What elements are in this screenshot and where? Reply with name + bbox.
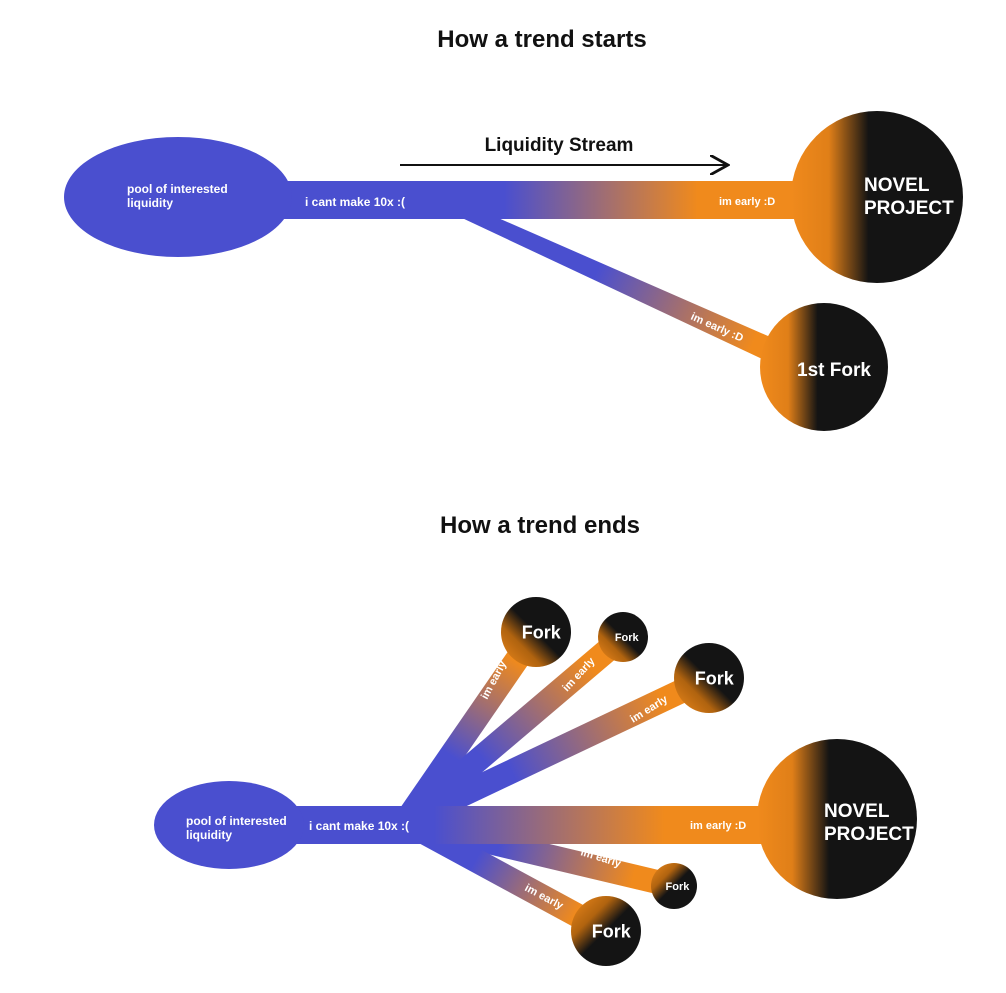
liquidity-stream-arrow: Liquidity Stream xyxy=(400,135,728,165)
top-diagram: How a trend starts Liquidity Stream pool… xyxy=(64,26,963,431)
novel-line2: PROJECT xyxy=(864,198,954,219)
novel-project-circle-bottom xyxy=(757,739,917,899)
main-branch-label-bottom: im early :D xyxy=(690,820,746,832)
pool-label-bottom-line1: pool of interested xyxy=(186,814,287,828)
first-fork-circle xyxy=(760,303,888,431)
novel-bottom-line1: NOVEL xyxy=(824,801,890,822)
fork-circle-4 xyxy=(651,863,697,909)
fork-label-2: Fork xyxy=(615,632,640,644)
novel-bottom-line2: PROJECT xyxy=(824,824,914,845)
liquidity-pool xyxy=(64,137,292,257)
pool-label-bottom-line2: liquidity xyxy=(186,828,232,842)
fork-circle-2 xyxy=(598,612,648,662)
fork-label-3: Fork xyxy=(695,668,735,688)
novel-project-circle xyxy=(791,111,963,283)
novel-project-label: NOVEL PROJECT xyxy=(864,175,954,219)
top-title: How a trend starts xyxy=(437,26,646,53)
stream-label: i cant make 10x :( xyxy=(305,195,405,209)
stream-label-bottom: i cant make 10x :( xyxy=(309,819,409,833)
first-fork-label: 1st Fork xyxy=(797,360,871,381)
fork-streams xyxy=(395,625,715,942)
main-stream-bottom xyxy=(280,806,780,844)
bottom-diagram: How a trend ends pool of interested liqu… xyxy=(154,512,917,966)
fork-stream-3 xyxy=(399,667,715,833)
main-branch-label: im early :D xyxy=(719,196,775,208)
fork-label-4: Fork xyxy=(666,881,691,893)
pool-label-bottom: pool of interested liquidity xyxy=(186,814,290,842)
fork-label-1: Fork xyxy=(522,622,562,642)
fork-circle-3 xyxy=(674,643,744,713)
novel-line1: NOVEL xyxy=(864,175,930,196)
main-stream xyxy=(280,181,810,219)
bottom-title: How a trend ends xyxy=(440,512,640,539)
fork-circle-5 xyxy=(571,896,641,966)
fork-circle-1 xyxy=(501,597,571,667)
novel-project-label-bottom: NOVEL PROJECT xyxy=(824,801,914,845)
arrow-label: Liquidity Stream xyxy=(485,135,634,156)
pool-label: pool of interested liquidity xyxy=(127,182,231,210)
fork-stream xyxy=(445,210,800,372)
liquidity-pool-bottom xyxy=(154,781,304,869)
pool-label-line2: liquidity xyxy=(127,196,173,210)
fork-label-5: Fork xyxy=(592,921,632,941)
fork-stream-2 xyxy=(397,627,631,832)
pool-label-line1: pool of interested xyxy=(127,182,228,196)
